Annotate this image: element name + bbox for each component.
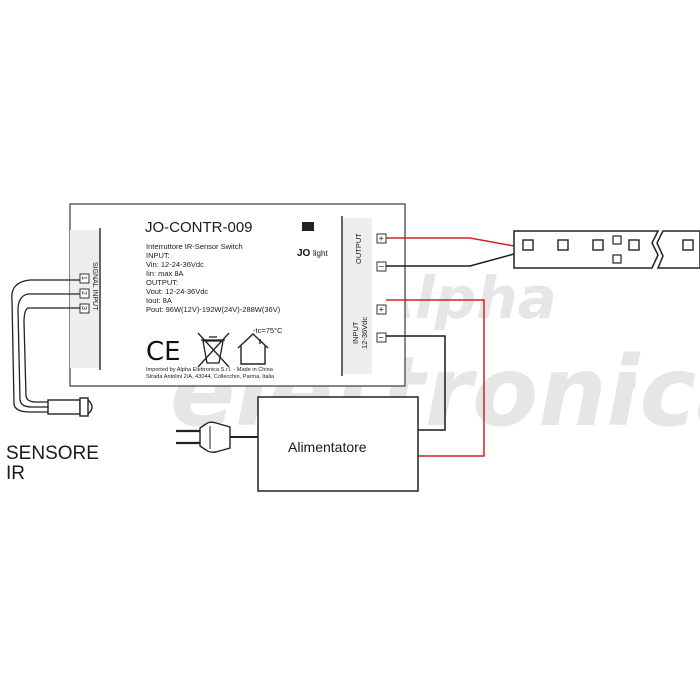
ir-sensor: SENSORE IR bbox=[6, 397, 99, 484]
controller-box: JO-CONTR-009 Interruttore IR-Sensor Swit… bbox=[69, 203, 406, 387]
logo-mark bbox=[302, 222, 314, 231]
ir-sensor-body bbox=[47, 399, 81, 415]
led-chip bbox=[592, 239, 604, 251]
imported-line-1: Imported by Alpha Elettronica S.r.l. - M… bbox=[146, 367, 274, 373]
signal-pin-1: 1 bbox=[80, 276, 87, 280]
signal-pin-2: 2 bbox=[80, 291, 87, 295]
wires bbox=[11, 237, 515, 457]
ir-sensor-flange bbox=[79, 397, 89, 417]
logo-jo: JO bbox=[297, 248, 311, 259]
input-plus-terminal bbox=[376, 304, 387, 315]
jolight-logo: JO light bbox=[297, 222, 328, 259]
input-positive-wire bbox=[386, 299, 485, 457]
output-plus-sign: + bbox=[379, 234, 384, 244]
output-label: OUTPUT bbox=[354, 233, 363, 264]
led-chip bbox=[682, 239, 694, 251]
watermark-registered: ® bbox=[615, 370, 639, 398]
indoor-house-icon bbox=[237, 333, 269, 365]
output-minus-sign: − bbox=[379, 262, 384, 272]
sensor-wire-2 bbox=[17, 293, 80, 408]
sensor-label-line2: IR bbox=[6, 463, 25, 484]
tc-rating: -tc=75°C bbox=[253, 326, 283, 335]
imported-line-2: Strada Antolini 2/A, 43044, Collecchio, … bbox=[146, 374, 275, 380]
led-strip bbox=[513, 230, 700, 269]
input-plus-sign: + bbox=[379, 305, 384, 315]
logo-light: light bbox=[313, 249, 328, 258]
input-terminals: INPUT 12-36Vdc + − bbox=[351, 304, 387, 349]
power-plug-icon bbox=[176, 421, 231, 453]
input-voltage-label: 12-36Vdc bbox=[360, 317, 369, 349]
output-negative-wire bbox=[386, 253, 515, 267]
ir-sensor-lens bbox=[87, 399, 93, 415]
right-terminal-strip bbox=[342, 218, 372, 374]
led-strip-body-left bbox=[513, 230, 660, 269]
input-label: INPUT bbox=[351, 321, 360, 344]
led-chip bbox=[628, 239, 640, 251]
signal-input-label: SIGNAL INPUT bbox=[91, 262, 98, 311]
power-supply-label: Alimentatore bbox=[288, 439, 367, 455]
iout-spec: Iout: 8A bbox=[146, 296, 172, 305]
controller-title: JO-CONTR-009 bbox=[145, 219, 253, 236]
signal-pin-1-box bbox=[79, 273, 90, 284]
input-negative-wire bbox=[386, 335, 446, 431]
vin-spec: Vin: 12-24-36Vdc bbox=[146, 260, 204, 269]
output-header: OUTPUT: bbox=[146, 278, 178, 287]
led-solder-pad bbox=[612, 254, 622, 264]
input-minus-terminal bbox=[376, 332, 387, 343]
vout-spec: Vout: 12-24-36Vdc bbox=[146, 287, 208, 296]
output-positive-wire bbox=[386, 237, 515, 247]
sensor-wire-3 bbox=[23, 307, 80, 403]
led-chip bbox=[557, 239, 569, 251]
ce-mark: CE bbox=[146, 337, 181, 367]
power-supply: Alimentatore bbox=[257, 396, 419, 492]
sensor-label-line1: SENSORE bbox=[6, 443, 99, 464]
led-solder-pad bbox=[612, 235, 622, 245]
iin-spec: Iin: max 8A bbox=[146, 269, 184, 278]
left-terminal-strip bbox=[70, 230, 100, 368]
input-header: INPUT: bbox=[146, 251, 170, 260]
power-supply-body bbox=[257, 396, 419, 492]
controller-subtitle: Interruttore IR-Sensor Switch bbox=[146, 242, 243, 251]
pout-spec: Pout: 96W(12V)-192W(24V)-288W(36V) bbox=[146, 305, 281, 314]
input-minus-sign: − bbox=[379, 333, 384, 343]
sensor-wire-1 bbox=[11, 279, 80, 413]
signal-pin-3: 3 bbox=[80, 306, 87, 310]
weee-bin-icon bbox=[197, 332, 230, 368]
led-chip bbox=[522, 239, 534, 251]
